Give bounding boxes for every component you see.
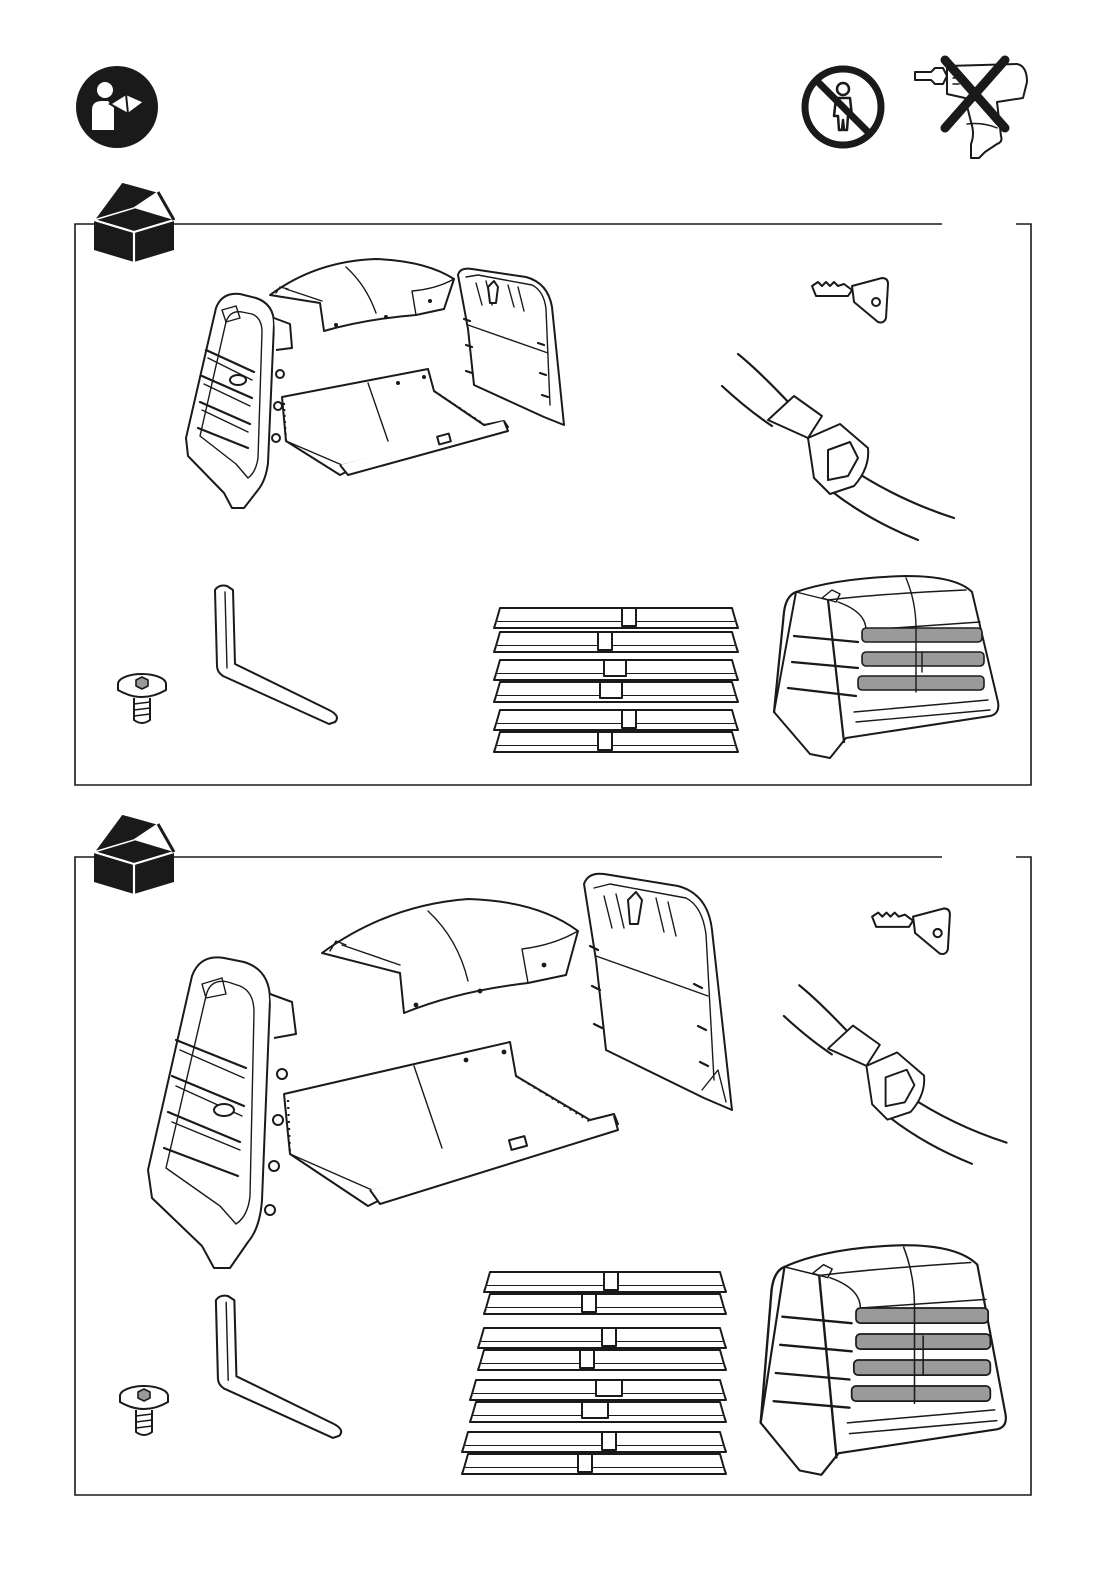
assembled-crate bbox=[752, 1240, 1012, 1480]
parts-section-large bbox=[0, 800, 1119, 1520]
key bbox=[808, 272, 892, 330]
allen-key bbox=[205, 580, 345, 728]
bars-set bbox=[482, 604, 757, 754]
bars-set bbox=[450, 1268, 750, 1468]
assembled-crate bbox=[766, 572, 1006, 762]
parts-section-small bbox=[0, 0, 1119, 800]
allen-key bbox=[205, 1290, 350, 1442]
open-box-icon bbox=[92, 810, 178, 896]
key bbox=[868, 902, 954, 962]
roof-panel bbox=[318, 895, 588, 1020]
roof-panel bbox=[266, 255, 466, 335]
screw bbox=[116, 1380, 172, 1440]
strap-with-buckle bbox=[780, 980, 1020, 1170]
screw bbox=[114, 668, 170, 728]
open-box-icon bbox=[92, 178, 178, 264]
back-panel bbox=[578, 870, 743, 1120]
strap-with-buckle bbox=[718, 350, 968, 545]
back-panel bbox=[452, 265, 572, 435]
floor-panel bbox=[280, 1038, 620, 1210]
